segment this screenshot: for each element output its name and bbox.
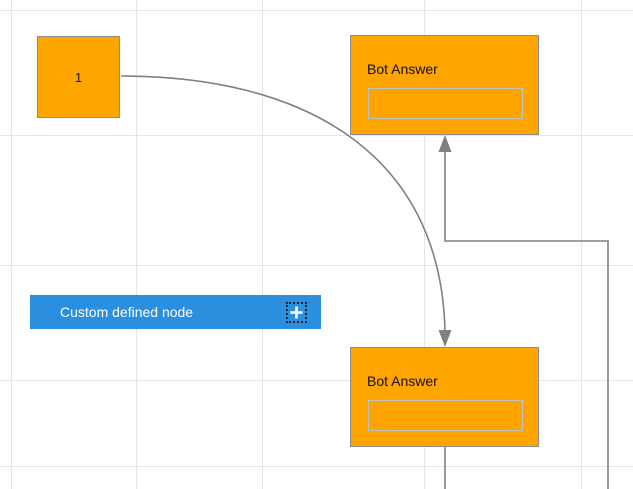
node-bot-answer-top[interactable]: Bot Answer	[350, 35, 539, 135]
custom-defined-node-bar[interactable]: Custom defined node	[30, 295, 321, 329]
node-answer-slot[interactable]	[368, 400, 523, 431]
node-title: Bot Answer	[367, 373, 438, 389]
node-title: Bot Answer	[367, 61, 438, 77]
custom-defined-node-label: Custom defined node	[60, 304, 194, 320]
node-bot-answer-bottom[interactable]: Bot Answer	[350, 347, 539, 447]
connector-curved[interactable]	[120, 75, 452, 347]
node-index-label: 1	[74, 69, 83, 85]
plus-icon[interactable]	[286, 301, 307, 323]
connector-orthogonal-up[interactable]	[438, 135, 609, 489]
node-answer-slot[interactable]	[368, 88, 523, 119]
node-1[interactable]: 1	[37, 36, 120, 118]
